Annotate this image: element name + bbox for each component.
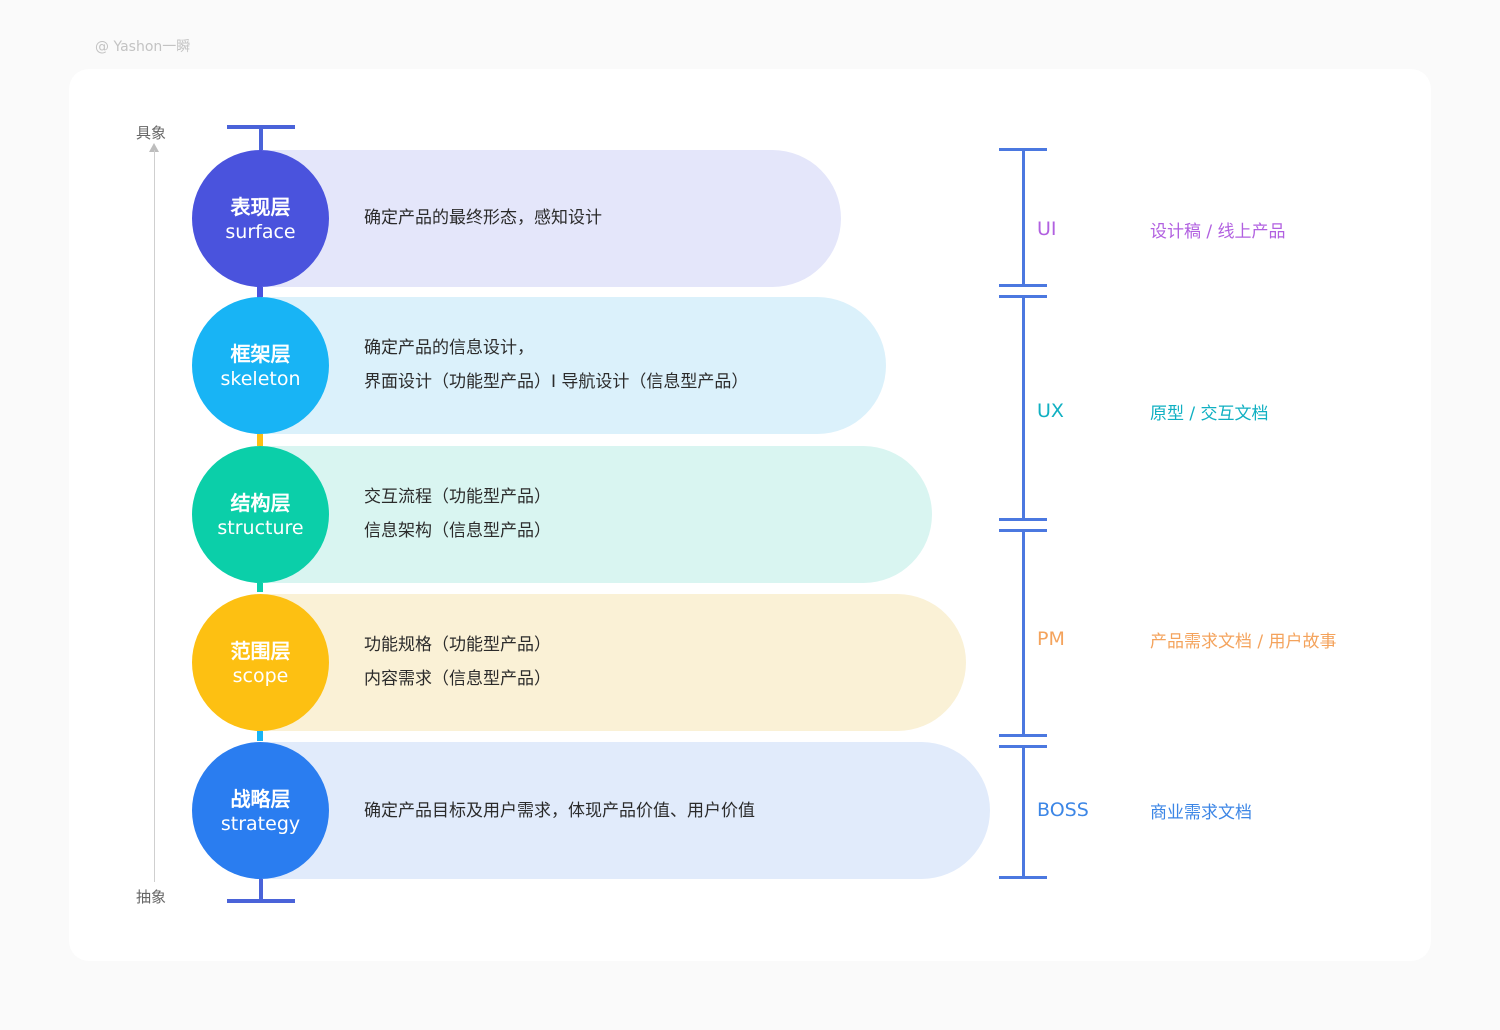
- watermark: @ Yashon一瞬: [95, 39, 191, 55]
- layer-desc-skeleton: 确定产品的信息设计， 界面设计（功能型产品）I 导航设计（信息型产品）: [364, 331, 748, 399]
- layer-band-strategy: [262, 742, 990, 879]
- layer-desc-scope: 功能规格（功能型产品） 内容需求（信息型产品）: [364, 628, 551, 696]
- layer-band-structure: [262, 446, 932, 583]
- connector-1: [257, 284, 263, 298]
- stack-bottom-stem: [259, 874, 263, 901]
- bracket-tick: [999, 518, 1047, 521]
- desc-line: 信息架构（信息型产品）: [364, 521, 551, 541]
- connector-2: [257, 432, 263, 446]
- role-label-boss: BOSS: [1037, 799, 1089, 821]
- layer-band-skeleton: [262, 297, 886, 434]
- connector-4: [257, 727, 263, 741]
- deliverable-ui: 设计稿 / 线上产品: [1150, 222, 1286, 242]
- connector-3: [257, 578, 263, 592]
- axis-arrow-head: [149, 143, 159, 152]
- layer-circle-structure: 结构层 structure: [192, 446, 329, 583]
- bracket-ux: [1022, 295, 1025, 521]
- deliverable-pm: 产品需求文档 / 用户故事: [1150, 632, 1337, 652]
- role-label-ui: UI: [1037, 218, 1057, 240]
- bracket-pm: [1022, 529, 1025, 736]
- bracket-ui: [1022, 148, 1025, 286]
- layer-name-en: structure: [217, 516, 304, 539]
- layer-desc-structure: 交互流程（功能型产品） 信息架构（信息型产品）: [364, 480, 551, 548]
- desc-line: 界面设计（功能型产品）I 导航设计（信息型产品）: [364, 372, 749, 392]
- layer-name-en: skeleton: [220, 367, 301, 390]
- desc-line: 内容需求（信息型产品）: [364, 669, 551, 689]
- layer-circle-surface: 表现层 surface: [192, 150, 329, 287]
- axis-arrow-line: [154, 150, 155, 882]
- deliverable-ux: 原型 / 交互文档: [1150, 404, 1269, 424]
- layer-name-en: scope: [232, 664, 289, 687]
- stack-bottom-cap: [227, 899, 295, 903]
- role-label-pm: PM: [1037, 628, 1065, 650]
- axis-bottom-label: 抽象: [136, 888, 167, 906]
- stack-top-stem: [259, 127, 263, 153]
- bracket-boss: [1022, 745, 1025, 878]
- desc-line: 确定产品目标及用户需求，体现产品价值、用户价值: [364, 801, 755, 821]
- layer-circle-strategy: 战略层 strategy: [192, 742, 329, 879]
- layer-circle-scope: 范围层 scope: [192, 594, 329, 731]
- bracket-tick: [999, 734, 1047, 737]
- layer-desc-surface: 确定产品的最终形态，感知设计: [364, 201, 602, 235]
- layer-name-cn: 结构层: [230, 490, 291, 515]
- layer-desc-strategy: 确定产品目标及用户需求，体现产品价值、用户价值: [364, 794, 755, 828]
- layer-band-surface: [262, 150, 841, 287]
- layer-name-en: surface: [225, 220, 296, 243]
- axis-top-label: 具象: [136, 124, 167, 142]
- desc-line: 确定产品的最终形态，感知设计: [364, 208, 602, 228]
- deliverable-boss: 商业需求文档: [1150, 803, 1252, 823]
- layer-band-scope: [262, 594, 966, 731]
- layer-name-cn: 框架层: [230, 341, 291, 366]
- layer-name-cn: 范围层: [230, 638, 291, 663]
- desc-line: 功能规格（功能型产品）: [364, 635, 551, 655]
- layer-name-cn: 战略层: [230, 786, 291, 811]
- layer-circle-skeleton: 框架层 skeleton: [192, 297, 329, 434]
- desc-line: 交互流程（功能型产品）: [364, 487, 551, 507]
- layer-name-en: strategy: [220, 812, 301, 835]
- layer-name-cn: 表现层: [230, 194, 291, 219]
- bracket-tick: [999, 876, 1047, 879]
- bracket-tick: [999, 284, 1047, 287]
- role-label-ux: UX: [1037, 400, 1064, 422]
- desc-line: 确定产品的信息设计，: [364, 338, 534, 358]
